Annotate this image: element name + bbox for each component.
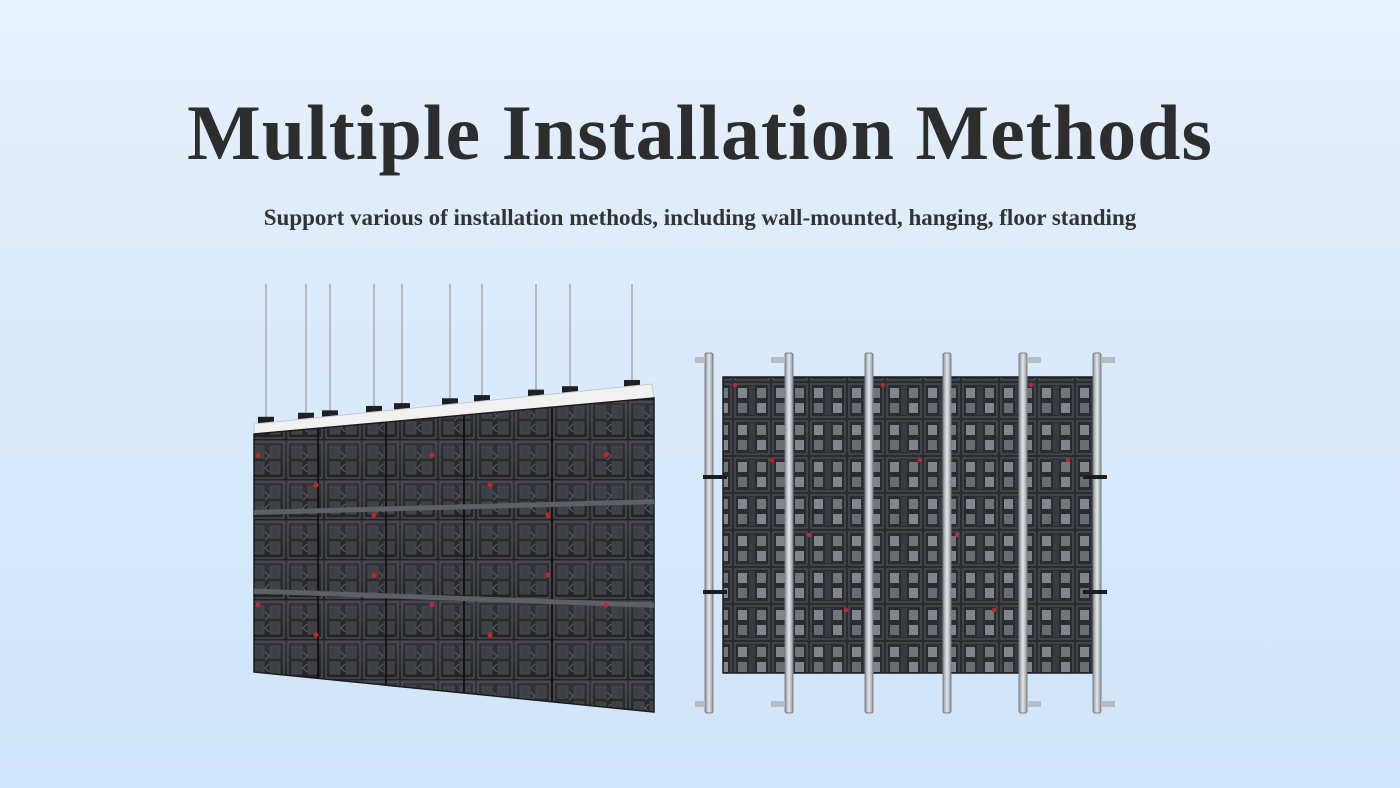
- red-indicator: [1065, 457, 1071, 463]
- red-indicator: [917, 457, 923, 463]
- rod-clamp: [528, 389, 544, 397]
- red-indicator: [487, 482, 493, 488]
- frame-top-bar: [1101, 357, 1115, 363]
- red-indicator: [991, 607, 997, 613]
- red-indicator: [371, 512, 377, 518]
- red-indicator: [429, 452, 435, 458]
- red-indicator: [732, 382, 738, 388]
- frame-bottom-bar: [1101, 701, 1115, 707]
- floor-standing-led-wall-image: [695, 352, 1115, 714]
- frame-post: [864, 352, 874, 714]
- red-indicator: [603, 452, 609, 458]
- frame-bottom-bar: [771, 701, 785, 707]
- frame-top-bar: [1027, 357, 1041, 363]
- red-indicator: [313, 632, 319, 638]
- red-indicator: [806, 532, 812, 538]
- red-indicator: [603, 602, 609, 608]
- frame-post: [1018, 352, 1028, 714]
- frame-top-bar: [771, 357, 785, 363]
- red-indicator: [880, 382, 886, 388]
- page-title: Multiple Installation Methods: [187, 89, 1213, 176]
- frame-bottom-bar: [695, 701, 705, 707]
- red-indicator: [255, 602, 261, 608]
- panel-seams: [253, 407, 655, 702]
- red-indicator: [843, 607, 849, 613]
- red-indicator: [429, 602, 435, 608]
- red-indicator: [1028, 382, 1034, 388]
- frame-bracket: [703, 590, 727, 594]
- horizontal-beam: [253, 499, 655, 516]
- frame-post: [942, 352, 952, 714]
- red-indicator: [371, 572, 377, 578]
- frame-bracket: [703, 475, 727, 479]
- frame-post: [784, 352, 794, 714]
- red-indicator: [954, 532, 960, 538]
- frame-top-bar: [695, 357, 705, 363]
- frame-bracket: [1083, 590, 1107, 594]
- red-indicator: [487, 632, 493, 638]
- hanging-rods: [258, 284, 640, 424]
- rod-clamp: [474, 395, 490, 403]
- floor-stand-frames: [695, 352, 1115, 714]
- rod-clamp: [258, 416, 274, 424]
- horizontal-beam: [253, 588, 655, 608]
- hanging-led-wall-image: [253, 284, 655, 713]
- rod-clamp: [322, 410, 338, 418]
- red-indicator: [313, 482, 319, 488]
- frame-post: [704, 352, 714, 714]
- frame-bracket: [1083, 475, 1107, 479]
- rod-clamp: [366, 405, 382, 413]
- red-indicator: [255, 452, 261, 458]
- red-indicator: [545, 512, 551, 518]
- frame-bottom-bar: [1027, 701, 1041, 707]
- page-subtitle: Support various of installation methods,…: [263, 205, 1137, 230]
- rod-clamp: [562, 386, 578, 394]
- frame-post: [1092, 352, 1102, 714]
- rod-clamp: [624, 380, 640, 388]
- red-indicator: [769, 457, 775, 463]
- rod-clamp: [298, 412, 314, 420]
- rod-clamp: [394, 403, 410, 411]
- rod-clamp: [442, 398, 458, 406]
- red-indicator: [545, 572, 551, 578]
